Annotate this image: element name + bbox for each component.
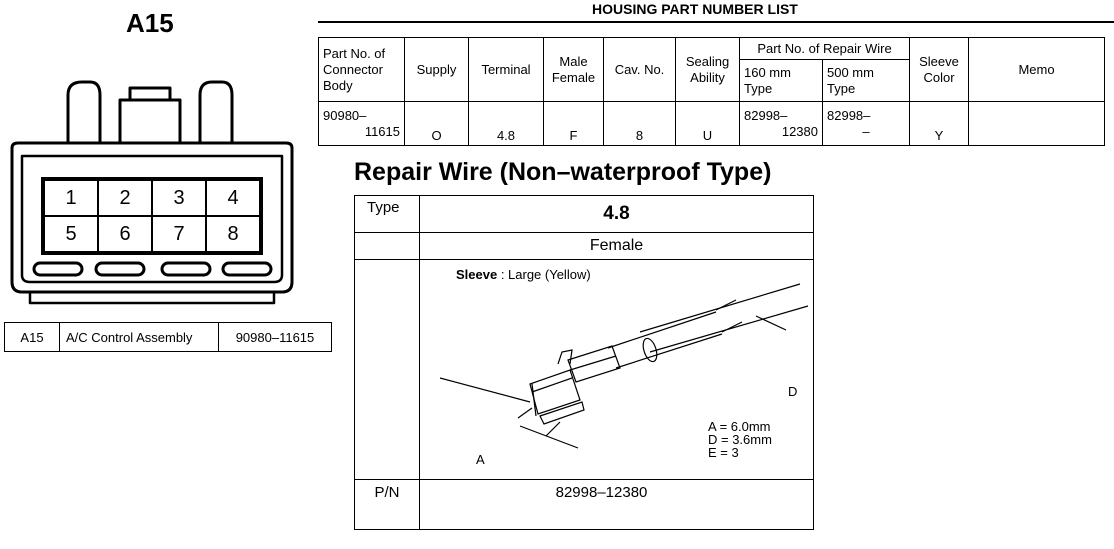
- cell-terminal: 4.8: [468, 101, 544, 146]
- connector-pin-grid: 1 2 3 4 5 6 7 8: [41, 177, 263, 255]
- header-sleeve-color: Sleeve Color: [909, 37, 969, 102]
- type-value: 4.8: [419, 195, 814, 233]
- connector-info-table: A15 A/C Control Assembly 90980–11615: [4, 322, 332, 352]
- cell-wire-500: 82998– –: [822, 101, 910, 146]
- header-sealing: Sealing Ability: [675, 37, 740, 102]
- housing-list-title: HOUSING PART NUMBER LIST: [592, 1, 798, 17]
- header-160mm: 160 mm Type: [739, 59, 823, 102]
- dim-a-marker: A: [476, 452, 485, 467]
- gender-label-empty: [354, 232, 420, 260]
- cell-sealing: U: [675, 101, 740, 146]
- type-label: Type: [354, 195, 420, 233]
- pin: 5: [44, 216, 98, 252]
- pin: 8: [206, 216, 260, 252]
- cell-body-part: 90980– 11615: [318, 101, 405, 146]
- connector-code-cell: A15: [4, 322, 60, 352]
- cell-memo: [968, 101, 1105, 146]
- housing-part-table: Part No. of Connector Body Supply Termin…: [318, 37, 1105, 146]
- connector-housing-drawing: [10, 80, 294, 305]
- repair-wire-title: Repair Wire (Non–waterproof Type): [354, 158, 772, 186]
- cell-male-female: F: [543, 101, 604, 146]
- cell-sleeve-color: Y: [909, 101, 969, 146]
- pn-value: 82998–12380: [419, 479, 814, 530]
- header-male-female: Male Female: [543, 37, 604, 102]
- cell-wire-160: 82998– 12380: [739, 101, 823, 146]
- cell-cav-no: 8: [603, 101, 676, 146]
- header-repair-wire: Part No. of Repair Wire: [739, 37, 910, 60]
- pin: 7: [152, 216, 206, 252]
- repair-wire-table: Type 4.8 Female Sleeve : Large (Yellow): [354, 195, 814, 530]
- connector-part-cell: 90980–11615: [218, 322, 332, 352]
- pin: 1: [44, 180, 98, 216]
- pin: 6: [98, 216, 152, 252]
- dimension-list: A = 6.0mm D = 3.6mm E = 3: [708, 419, 772, 460]
- header-500mm: 500 mm Type: [822, 59, 910, 102]
- illustration-label-empty: [354, 259, 420, 480]
- cell-supply: O: [404, 101, 469, 146]
- title-rule: [318, 21, 1114, 23]
- pin: 4: [206, 180, 260, 216]
- header-memo: Memo: [968, 37, 1105, 102]
- header-supply: Supply: [404, 37, 469, 102]
- header-connector-body: Part No. of Connector Body: [318, 37, 405, 102]
- pin: 2: [98, 180, 152, 216]
- sleeve-caption: Sleeve : Large (Yellow): [456, 267, 591, 282]
- gender-value: Female: [419, 232, 814, 260]
- table-row: 90980– 11615 O 4.8 F 8 U 82998– 12380 82…: [318, 101, 1105, 146]
- header-terminal: Terminal: [468, 37, 544, 102]
- terminal-wire-drawing: [439, 283, 809, 449]
- connector-code-title: A15: [126, 8, 174, 38]
- pin: 3: [152, 180, 206, 216]
- dim-d-marker: D: [788, 384, 798, 399]
- connector-name-cell: A/C Control Assembly: [59, 322, 219, 352]
- header-cav-no: Cav. No.: [603, 37, 676, 102]
- wire-illustration-cell: Sleeve : Large (Yellow): [419, 259, 814, 480]
- pn-label: P/N: [354, 479, 420, 530]
